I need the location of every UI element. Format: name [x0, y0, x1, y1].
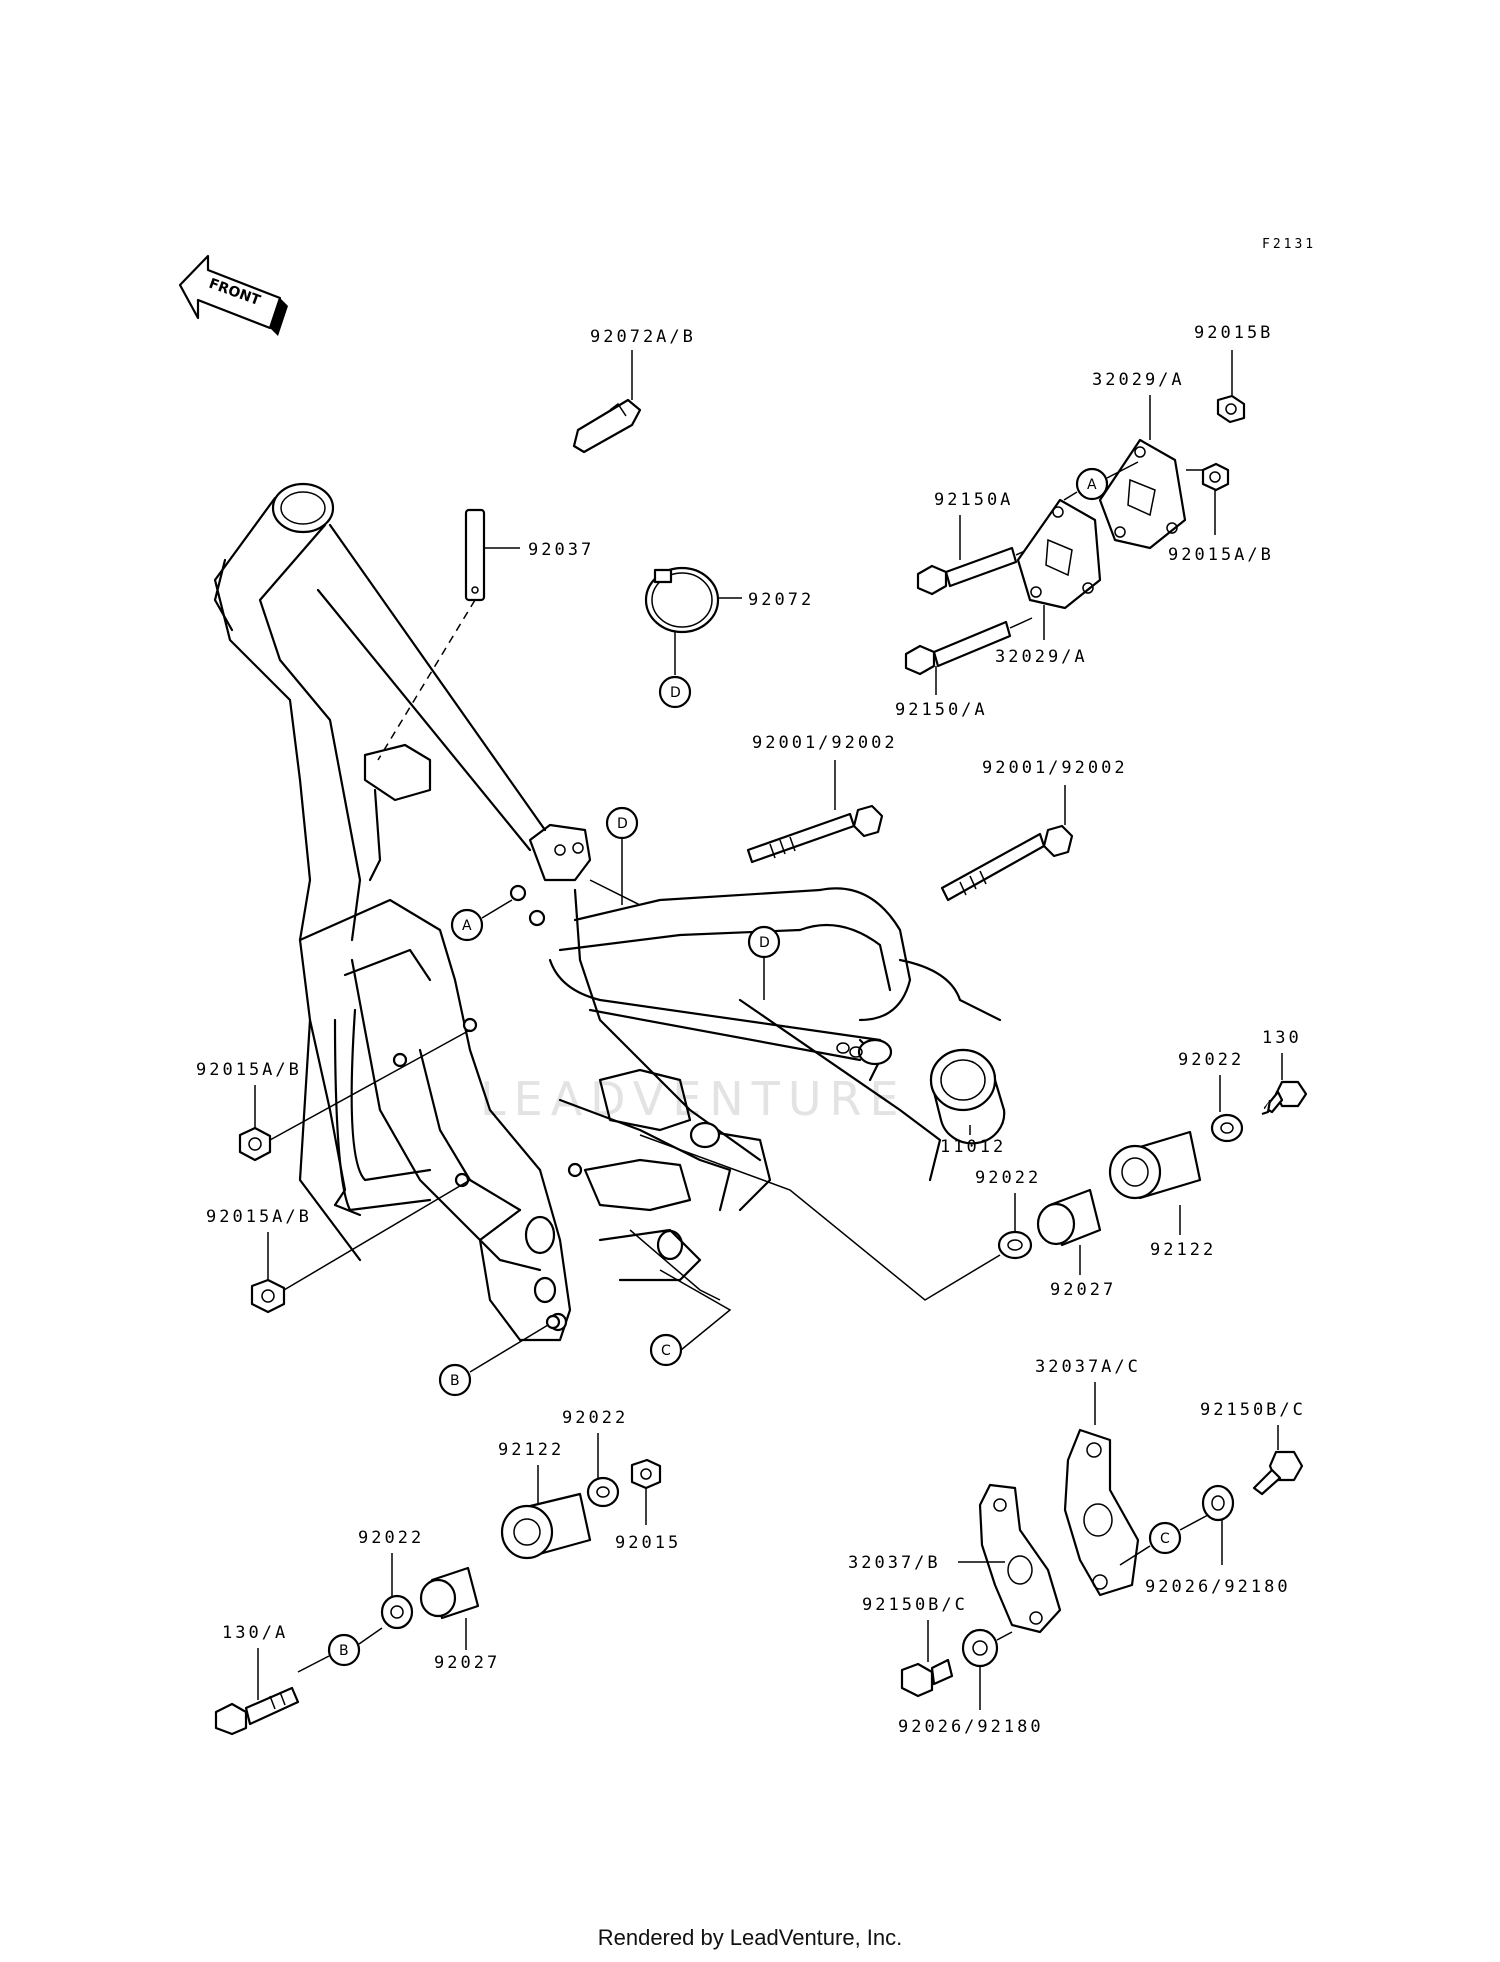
label-92072: 92072 [748, 590, 814, 610]
part-92037-strap [464, 508, 486, 602]
ref-b-frame: B [450, 1373, 460, 1389]
part-92150bc-bolt-left [900, 1658, 954, 1698]
ref-d-mid: D [617, 816, 628, 832]
part-92001-bolt-left [746, 804, 884, 864]
part-92122-bushing-right [1108, 1130, 1202, 1200]
part-92027-sleeve-bottom [419, 1566, 480, 1620]
part-130a-bolt [214, 1686, 300, 1736]
frame-drawing [213, 482, 1002, 1342]
ref-c-bracket: C [1160, 1531, 1170, 1547]
label-92022-bottom: 92022 [562, 1408, 628, 1428]
part-92026-washer-right [1201, 1484, 1235, 1522]
part-92072-band [644, 566, 720, 634]
label-92022-bottom-left: 92022 [358, 1528, 424, 1548]
part-92015b-nut [1216, 394, 1246, 424]
label-92072ab: 92072A/B [590, 327, 696, 347]
part-92001-bolt-right [940, 824, 1074, 902]
part-92122-bushing-bottom [500, 1492, 592, 1560]
label-32037ac: 32037A/C [1035, 1357, 1141, 1377]
part-92022-washer-bottom-left [380, 1594, 414, 1630]
part-92015ab-nut-mid [238, 1126, 272, 1162]
part-32029a-plate-right [1098, 438, 1187, 550]
ref-c-frame: C [661, 1343, 671, 1359]
label-92015ab-low: 92015A/B [206, 1207, 312, 1227]
part-32029a-plate-left [1016, 498, 1102, 610]
part-92027-sleeve-right [1036, 1188, 1102, 1247]
label-92150-a: 92150/A [895, 700, 988, 720]
label-92150bc-right: 92150B/C [1200, 1400, 1306, 1420]
label-92150a: 92150A [934, 490, 1013, 510]
part-92015ab-nut-low [250, 1278, 286, 1314]
part-92022-washer-right [1210, 1113, 1244, 1143]
ref-a-mid: A [462, 918, 472, 934]
label-92001-92002-right: 92001/92002 [982, 758, 1128, 778]
footer-credit: Rendered by LeadVenture, Inc. [597, 1925, 903, 1950]
label-92022-right: 92022 [1178, 1050, 1244, 1070]
label-92015ab-right: 92015A/B [1168, 545, 1274, 565]
label-92001-92002-left: 92001/92002 [752, 733, 898, 753]
label-92015b: 92015B [1194, 323, 1273, 343]
ref-a-top: A [1087, 477, 1097, 493]
label-92015: 92015 [615, 1533, 681, 1553]
part-130-bolt [1261, 1080, 1308, 1116]
label-92027-right: 92027 [1050, 1280, 1116, 1300]
label-11012: 11012 [940, 1137, 1006, 1157]
part-92015-nut-bottom [630, 1458, 662, 1490]
part-92150bc-bolt-right [1252, 1450, 1304, 1496]
label-92122-right: 92122 [1150, 1240, 1216, 1260]
label-92122-bottom: 92122 [498, 1440, 564, 1460]
part-92150a-bolt [916, 546, 1018, 596]
watermark: LEADVENTURE [480, 1072, 907, 1126]
part-92150-a-bolt [904, 620, 1012, 676]
part-11012-collar [929, 1048, 1006, 1145]
label-92150bc-left: 92150B/C [862, 1595, 968, 1615]
label-32029a-top: 32029/A [1092, 370, 1185, 390]
label-32037b: 32037/B [848, 1553, 941, 1573]
label-92026-92180-right: 92026/92180 [1145, 1577, 1291, 1597]
part-92022-washer-bottom [586, 1476, 620, 1508]
label-92027-bottom: 92027 [434, 1653, 500, 1673]
label-92026-92180-bottom: 92026/92180 [898, 1717, 1044, 1737]
ref-d-top: D [670, 685, 681, 701]
part-32037b-bracket [978, 1483, 1062, 1634]
part-92022-washer-mid [997, 1230, 1033, 1260]
front-arrow-icon: FRONT [178, 254, 288, 336]
label-92037: 92037 [528, 540, 594, 560]
part-92015ab-nut-right [1201, 462, 1230, 492]
label-92022-mid: 92022 [975, 1168, 1041, 1188]
part-92072ab-clamp [572, 398, 642, 454]
part-92026-washer-bottom [961, 1628, 999, 1668]
label-92015ab-mid: 92015A/B [196, 1060, 302, 1080]
label-130a: 130/A [222, 1623, 288, 1643]
diagram-code: F2131 [1262, 237, 1316, 252]
part-32037ac-bracket [1063, 1428, 1140, 1597]
ref-d-right: D [759, 935, 770, 951]
label-130: 130 [1262, 1028, 1302, 1048]
ref-b-bottom: B [339, 1643, 349, 1659]
label-32029a-bottom: 32029/A [995, 647, 1088, 667]
